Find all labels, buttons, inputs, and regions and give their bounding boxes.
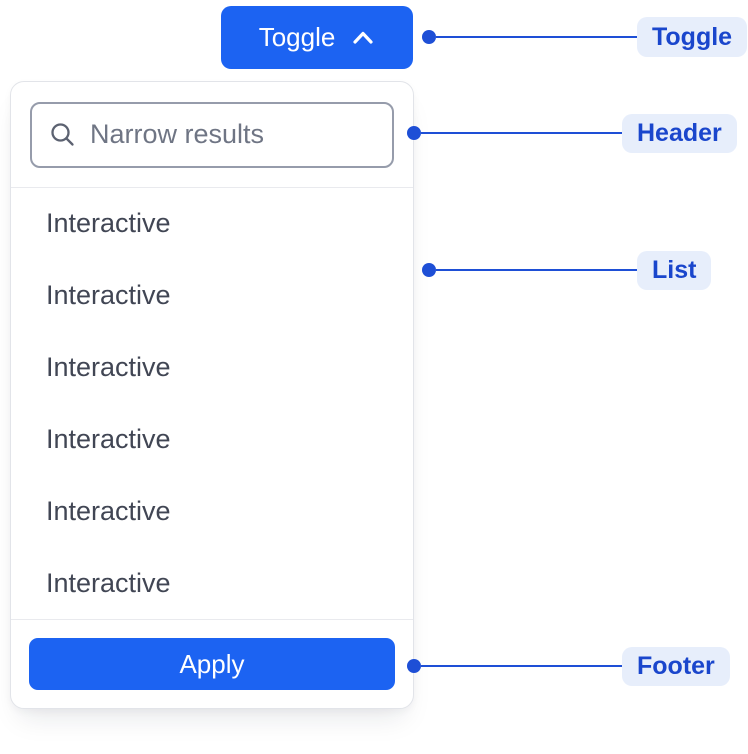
- list-item[interactable]: Interactive: [46, 495, 171, 526]
- callout-leader-line: [436, 268, 637, 272]
- callout-header: Header: [407, 113, 737, 153]
- callout-footer: Footer: [407, 646, 730, 686]
- search-input[interactable]: [76, 119, 392, 150]
- dropdown-footer: Apply: [11, 619, 413, 708]
- chevron-up-icon: [351, 29, 375, 46]
- option-list: Interactive Interactive Interactive Inte…: [11, 188, 413, 619]
- list-item[interactable]: Interactive: [46, 567, 171, 598]
- callout-dot: [407, 126, 421, 140]
- apply-button[interactable]: Apply: [29, 638, 395, 690]
- toggle-button[interactable]: Toggle: [221, 6, 413, 69]
- callout-label-footer: Footer: [622, 646, 730, 686]
- list-item[interactable]: Interactive: [46, 423, 171, 454]
- callout-leader-line: [421, 131, 622, 135]
- callout-dot: [422, 30, 436, 44]
- callout-dot: [407, 659, 421, 673]
- callout-list: List: [422, 250, 712, 290]
- callout-label-list: List: [637, 250, 712, 290]
- list-item[interactable]: Interactive: [46, 280, 171, 311]
- callout-leader-line: [436, 35, 637, 39]
- list-item[interactable]: Interactive: [46, 208, 171, 239]
- list-item[interactable]: Interactive: [46, 352, 171, 383]
- search-icon: [49, 121, 76, 148]
- dropdown-header: [11, 82, 413, 188]
- search-box[interactable]: [30, 101, 394, 168]
- toggle-button-label: Toggle: [258, 22, 336, 52]
- callout-leader-line: [421, 664, 622, 668]
- callout-label-header: Header: [622, 113, 737, 153]
- callout-toggle: Toggle: [422, 17, 748, 57]
- callout-dot: [422, 263, 436, 277]
- callout-label-toggle: Toggle: [637, 17, 748, 57]
- dropdown-panel: Interactive Interactive Interactive Inte…: [10, 81, 414, 709]
